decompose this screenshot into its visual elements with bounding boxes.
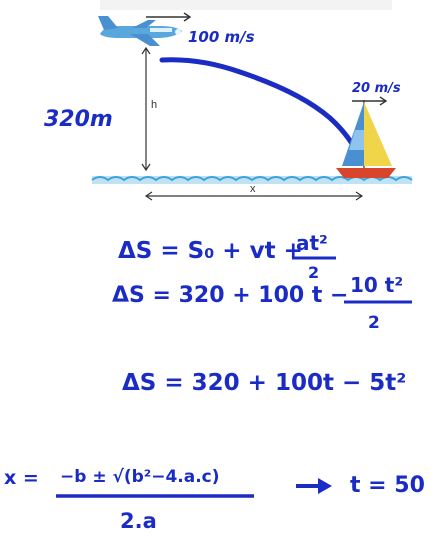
result-arrow [296,478,332,494]
boat-velocity-arrow [352,96,388,106]
airplane-icon [98,16,182,46]
plane-speed-label: 100 m/s [188,28,255,46]
height-arrow [141,46,151,172]
quadratic-numerator: −b ± √(b²−4.a.c) [60,467,220,487]
header-band [100,0,392,10]
quadratic-lhs: x = [4,467,39,489]
equation-2-denominator: 2 [368,313,380,333]
plane-velocity-arrow [146,12,192,22]
height-symbol: h [151,99,157,111]
height-value: 320m [44,107,113,132]
distance-symbol: x [250,183,256,195]
equation-1-numerator: at² [296,231,328,255]
equation-2-numerator: 10 t² [350,273,403,297]
boat-speed-label: 20 m/s [352,81,401,96]
trajectory-curve [159,57,363,163]
equation-2-lhs: ΔS = 320 + 100 t − [112,283,349,308]
result-value: t = 50 [350,473,425,498]
quadratic-denominator: 2.a [120,509,157,533]
equation-1-denominator: 2 [308,263,319,282]
equation-3: ΔS = 320 + 100t − 5t² [122,370,406,396]
distance-arrow [144,191,364,201]
sailboat-icon [336,100,396,178]
equation-1-lhs: ΔS = S₀ + vt + [118,238,303,264]
